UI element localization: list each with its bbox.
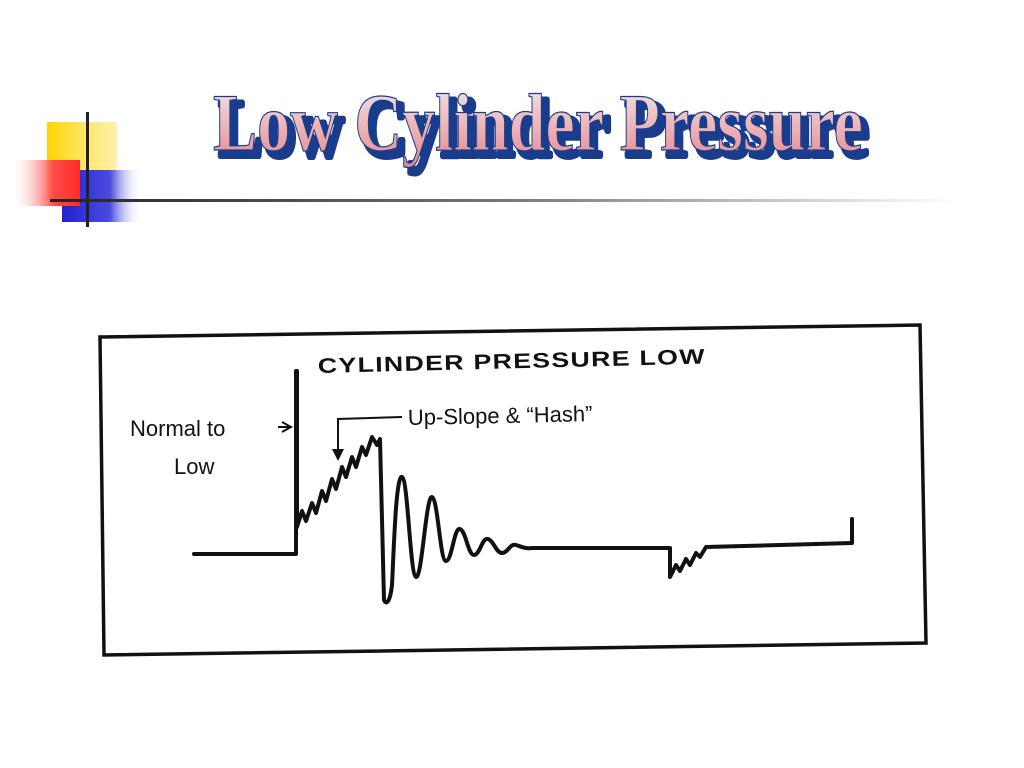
diagram-heading: CYLINDER PRESSURE LOW [318,346,706,378]
slide-title: Low Cylinder Pressure Low Cylinder Press… [200,52,880,182]
deco-vertical-line [86,112,89,227]
upslope-leader-line [337,416,403,455]
annotation-upslope-hash: Up-Slope & “Hash” [408,401,593,430]
title-rule-line [50,199,960,202]
diagram-border [98,323,928,657]
pressure-waveform-trace [192,369,854,605]
deco-blue-square [62,170,142,222]
normal-to-low-arrow-icon [278,421,294,433]
title-text: Low Cylinder Pressure [213,77,863,168]
pressure-waveform-diagram: CYLINDER PRESSURE LOW Normal to Low Up-S… [90,315,940,665]
title-shadow-text: Low Cylinder Pressure [219,83,869,174]
deco-yellow-square [47,122,117,200]
deco-red-square [14,160,80,206]
upslope-arrow-icon [332,449,344,461]
annotation-normal-to-low-line1: Normal to [130,416,225,441]
annotation-normal-to-low-line2: Low [174,454,214,479]
